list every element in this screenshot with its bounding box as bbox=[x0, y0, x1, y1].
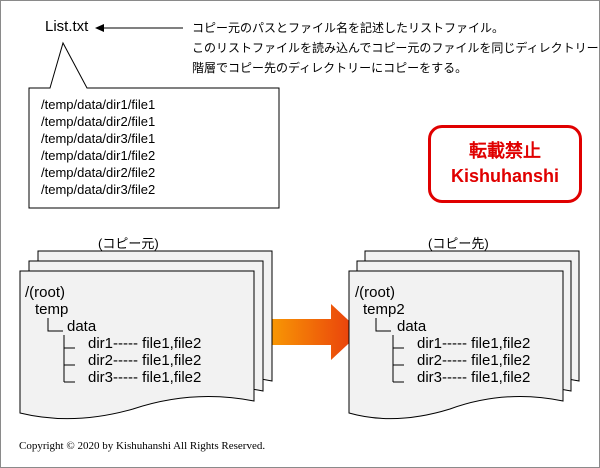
list-entry: /temp/data/dir3/file1 bbox=[41, 131, 156, 146]
tree-dir-row: dir2----- file1,file2 bbox=[88, 352, 202, 369]
list-file-description: コピー元のパスとファイル名を記述したリストファイル。 このリストファイルを読み込… bbox=[192, 18, 599, 78]
tree-top-dir: temp2 bbox=[363, 301, 405, 318]
no-reprint-stamp: 転載禁止 Kishuhanshi bbox=[428, 125, 582, 203]
source-tree-lines bbox=[47, 318, 75, 383]
tree-data-dir: data bbox=[67, 318, 97, 335]
stamp-line-japanese: 転載禁止 bbox=[469, 141, 541, 161]
description-line: このリストファイルを読み込んでコピー元のファイルを同じディレクトリー bbox=[192, 41, 599, 55]
destination-tree-lines bbox=[375, 318, 404, 383]
source-tree: /(root) temp data dir1----- file1,file2 … bbox=[25, 284, 201, 386]
tree-dir-row: dir1----- file1,file2 bbox=[88, 335, 202, 352]
tree-root: /(root) bbox=[355, 284, 396, 301]
destination-tree: /(root) temp2 data dir1----- file1,file2… bbox=[355, 284, 530, 386]
copy-arrow bbox=[233, 304, 361, 360]
copyright-notice: Copyright © 2020 by Kishuhanshi All Righ… bbox=[19, 440, 266, 452]
destination-caption: (コピー先) bbox=[428, 236, 489, 251]
tree-dir-row: dir3----- file1,file2 bbox=[417, 369, 531, 386]
list-file-name: List.txt bbox=[45, 18, 89, 35]
list-entry: /temp/data/dir3/file2 bbox=[41, 182, 156, 197]
tree-top-dir: temp bbox=[35, 301, 69, 318]
list-file-contents: /temp/data/dir1/file1 /temp/data/dir2/fi… bbox=[41, 96, 155, 198]
tree-root: /(root) bbox=[25, 284, 66, 301]
list-entry: /temp/data/dir1/file1 bbox=[41, 97, 156, 112]
tree-data-dir: data bbox=[397, 318, 427, 335]
tree-dir-row: dir2----- file1,file2 bbox=[417, 352, 531, 369]
source-document-front bbox=[19, 270, 255, 420]
pointer-arrow-head bbox=[95, 24, 104, 32]
description-line: コピー元のパスとファイル名を記述したリストファイル。 bbox=[192, 21, 505, 35]
description-line: 階層でコピー先のディレクトリーにコピーをする。 bbox=[192, 61, 468, 75]
source-caption: (コピー元) bbox=[98, 236, 159, 251]
list-callout-bubble bbox=[28, 41, 280, 209]
tree-dir-row: dir1----- file1,file2 bbox=[417, 335, 531, 352]
stamp-line-name: Kishuhanshi bbox=[450, 166, 559, 186]
tree-dir-row: dir3----- file1,file2 bbox=[88, 369, 202, 386]
list-entry: /temp/data/dir1/file2 bbox=[41, 148, 156, 163]
list-entry: /temp/data/dir2/file2 bbox=[41, 165, 156, 180]
list-entry: /temp/data/dir2/file1 bbox=[41, 114, 156, 129]
